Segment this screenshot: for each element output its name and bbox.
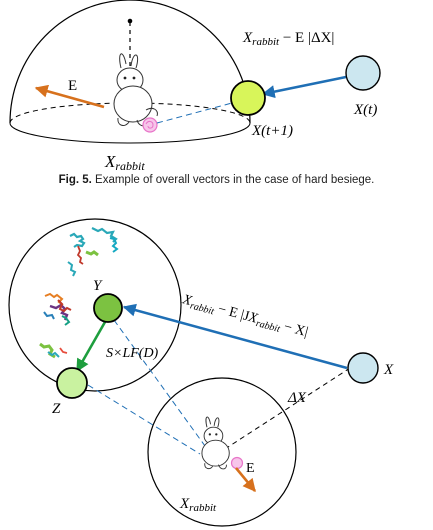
node-x-t bbox=[345, 55, 381, 91]
x-t-label: X(t) bbox=[353, 102, 377, 118]
x-rabbit-label: Xrabbit bbox=[179, 496, 217, 514]
besiege-vector-arrow bbox=[122, 303, 348, 370]
levy-region-circle bbox=[8, 218, 182, 392]
rabbit-icon bbox=[113, 53, 158, 127]
dashed-y-to-rabbit bbox=[113, 319, 206, 447]
x-rabbit-label: Xrabbit bbox=[104, 152, 145, 173]
figure-5: E Xrabbit Xrabbit − E |ΔX| X(t) X(t+1) bbox=[9, 0, 381, 173]
position-update-arrow bbox=[261, 75, 347, 99]
z-label: Z bbox=[52, 401, 61, 417]
y-label: Y bbox=[93, 278, 103, 294]
dashed-link bbox=[156, 102, 233, 124]
caption-label: Fig. 5. bbox=[58, 174, 92, 186]
carrot-icon bbox=[142, 117, 158, 133]
levy-step-arrow bbox=[75, 321, 107, 373]
dashed-x-to-rabbit bbox=[207, 367, 351, 461]
node-z bbox=[56, 367, 88, 399]
levy-step-label: S×LF(D) bbox=[106, 346, 159, 361]
hemisphere-outline bbox=[9, 0, 251, 124]
caption-text: Example of overall vectors in the case o… bbox=[95, 174, 375, 186]
dashed-z-to-rabbit bbox=[87, 384, 201, 455]
node-y bbox=[93, 293, 123, 323]
rabbit-region-circle bbox=[147, 377, 297, 527]
hemisphere-base-front bbox=[9, 122, 251, 144]
e-label: E bbox=[68, 78, 77, 94]
figure-5-caption: Fig. 5. Example of overall vectors in th… bbox=[0, 174, 433, 186]
e-vector-arrow bbox=[34, 84, 105, 109]
e-vector-arrow bbox=[234, 467, 257, 493]
node-x-t-plus-1 bbox=[230, 80, 266, 116]
carrot-icon bbox=[230, 456, 244, 470]
figure-6: Y Z X ΔX S×LF(D) E Xrabbit Xrabbit − E |… bbox=[8, 218, 394, 527]
x-label: X bbox=[383, 362, 394, 378]
delta-x-label: ΔX bbox=[287, 390, 307, 406]
levy-flight-trace bbox=[39, 227, 119, 359]
e-label: E bbox=[246, 461, 255, 476]
x-t-plus-1-label: X(t+1) bbox=[251, 123, 293, 139]
equation-label: Xrabbit − E |JXrabbit − X| bbox=[179, 292, 309, 342]
equation-label: Xrabbit − E |ΔX| bbox=[242, 30, 334, 48]
apex-dot bbox=[127, 18, 133, 24]
node-x bbox=[347, 352, 379, 384]
rabbit-icon bbox=[201, 416, 230, 470]
